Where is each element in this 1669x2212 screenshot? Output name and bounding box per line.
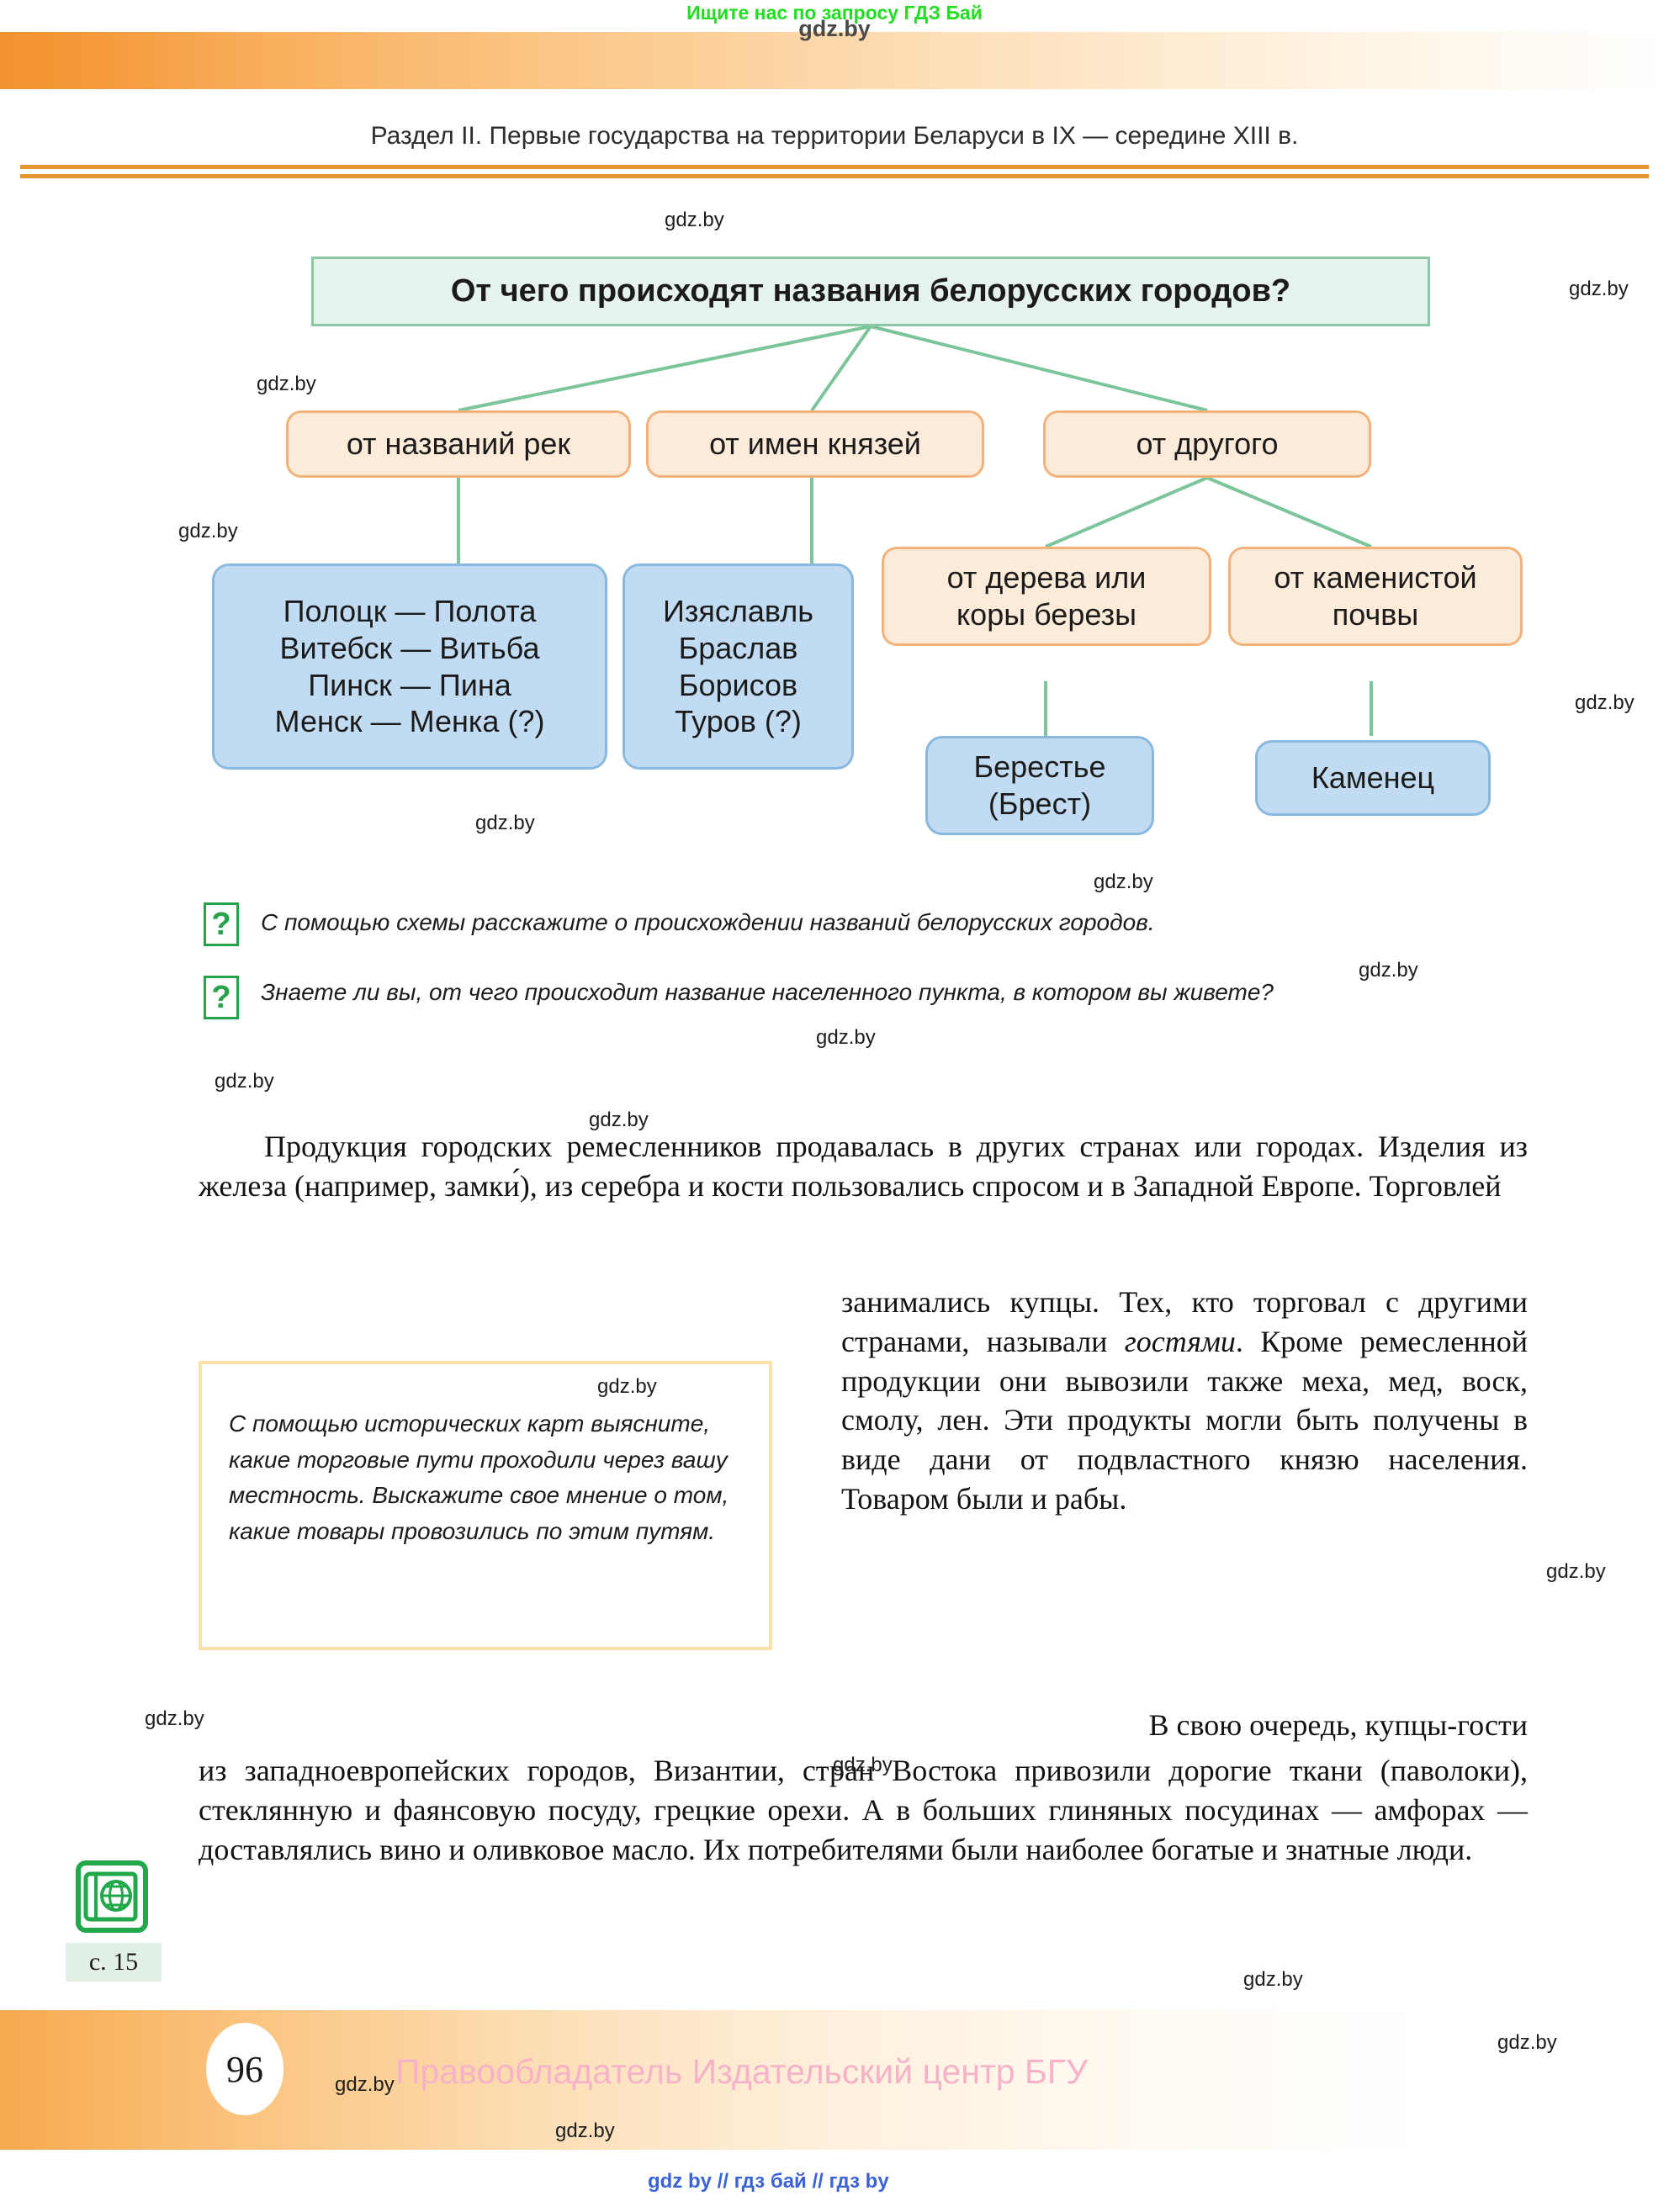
watermark-gdz-8: gdz.by: [816, 1026, 876, 1049]
header-rule-bottom: [20, 174, 1649, 178]
diagram-leaf-node-berestye: Берестье (Брест): [925, 736, 1154, 835]
watermark-gdz-9: gdz.by: [215, 1070, 274, 1093]
diagram-mid-label-princes: от имен князей: [709, 426, 921, 462]
diagram-sub-node-stony-soil: от каменистой почвы: [1228, 547, 1523, 646]
diagram-leaf-label-princes: Изяславль Браслав Борисов Туров (?): [663, 593, 813, 739]
watermark-gdz-15: gdz.by: [1243, 1968, 1303, 1991]
diagram-leaf-node-kamenets: Каменец: [1255, 740, 1491, 816]
diagram-mid-node-other: от другого: [1043, 410, 1371, 478]
diagram-leaf-node-princes: Изяславль Браслав Борисов Туров (?): [623, 564, 854, 770]
diagram-mid-node-princes: от имен князей: [646, 410, 984, 478]
aside-task-box: [199, 1361, 772, 1650]
promo-text: Ищите нас по запросу ГДЗ Бай: [686, 2, 983, 24]
diagram-leaf-label-rivers: Полоцк — Полота Витебск — Витьба Пинск —…: [274, 593, 545, 739]
running-head: Раздел II. Первые государства на террито…: [370, 122, 1299, 150]
diagram-root-label: От чего происходят названия белорусских …: [450, 273, 1291, 310]
diagram-leaf-label-berestye: Берестье (Брест): [973, 749, 1106, 821]
question-text-2: Знаете ли вы, от чего происходит названи…: [261, 979, 1274, 1005]
book-globe-icon: [76, 1860, 148, 1933]
body-paragraph-1a: Продукция городских ремесленников продав…: [199, 1130, 1528, 1203]
page-reference-badge: с. 15: [66, 1943, 162, 1982]
diagram-sub-label-stony-soil: от каменистой почвы: [1274, 560, 1477, 632]
diagram-mid-label-other: от другого: [1136, 426, 1279, 462]
aside-task-text: С помощью исторических карт выясните, ка…: [229, 1410, 729, 1544]
bottom-links: gdz by // гдз бай // гдз by: [648, 2170, 889, 2193]
site-brand: gdz.by: [798, 15, 871, 41]
origin-of-city-names-diagram: От чего происходят названия белорусских …: [0, 210, 1669, 849]
diagram-leaf-label-kamenets: Каменец: [1311, 760, 1435, 796]
diagram-root-node: От чего происходят названия белорусских …: [311, 257, 1430, 326]
diagram-connectors: [457, 325, 1373, 736]
body-p1b-pre: занимались купцы. Тех, кто торговал с др…: [841, 1285, 1528, 1358]
diagram-mid-node-rivers: от названий рек: [286, 410, 631, 478]
body-paragraph-2b: из западноевропейских городов, Византии,…: [199, 1754, 1528, 1866]
body-p1b-emphasis: гостями: [1124, 1324, 1236, 1358]
question-mark-icon: ?: [204, 976, 239, 1019]
diagram-sub-label-birch-bark: от дерева или коры березы: [946, 560, 1147, 632]
body-p1b-post: . Кроме ремесленной продукции они вывози…: [841, 1324, 1528, 1516]
watermark-gdz-12: gdz.by: [1546, 1560, 1606, 1583]
diagram-leaf-node-rivers: Полоцк — Полота Витебск — Витьба Пинск —…: [212, 564, 607, 770]
body-paragraph-1b: занимались купцы. Тех, кто торговал с др…: [841, 1283, 1528, 1519]
header-rule-top: [20, 165, 1649, 169]
watermark-gdz-6: gdz.by: [1094, 871, 1153, 893]
watermark-gdz-13: gdz.by: [145, 1707, 204, 1730]
question-text-1: С помощью схемы расскажите о происхожден…: [261, 909, 1155, 935]
header-band: [0, 32, 1669, 89]
question-mark-icon: ?: [204, 902, 239, 946]
promo-strip: Ищите нас по запросу ГДЗ Бай: [0, 0, 1669, 30]
diagram-mid-label-rivers: от названий рек: [346, 426, 571, 462]
body-paragraph-2a: В свою очередь, купцы-гости: [1148, 1708, 1528, 1742]
page-number: 96: [206, 2023, 283, 2115]
diagram-sub-node-birch-bark: от дерева или коры березы: [882, 547, 1211, 646]
copyright-notice: Правообладатель Издательский центр БГУ: [395, 2052, 1089, 2091]
